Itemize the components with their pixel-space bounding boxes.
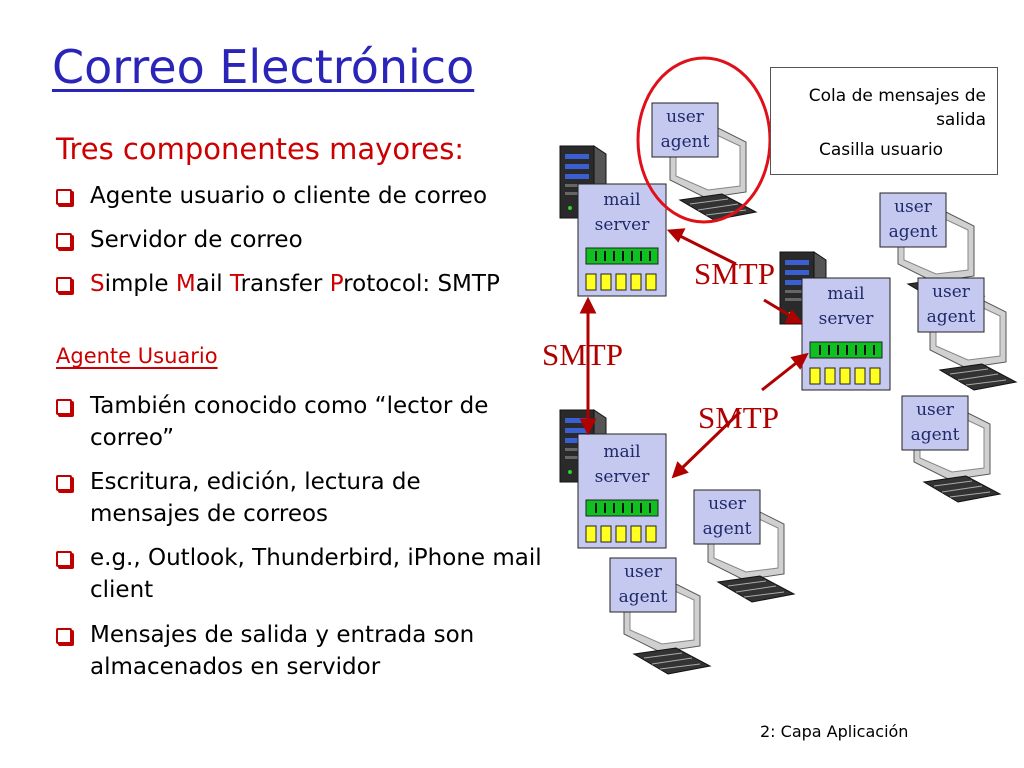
user-agent-box (879, 192, 947, 248)
smtp-arrow (579, 296, 597, 436)
component-text: Servidor de correo (90, 227, 303, 253)
legend-mailbox-label: Casilla usuario (819, 140, 944, 160)
legend-queue-label: Cola de mensajes de salida (808, 86, 986, 130)
bullet-icon (56, 189, 72, 205)
component-item-mail-server: Servidor de correo (56, 224, 546, 256)
mail-server-label: mail server (818, 284, 874, 329)
bullet-icon (56, 277, 72, 293)
smtp-label: SMTP (542, 337, 623, 372)
slide-footer: 2: Capa Aplicación (760, 722, 909, 741)
user-agent-label: user agent (618, 562, 668, 607)
mailbox-icon-group (809, 367, 881, 385)
user-agent-point: e.g., Outlook, Thunderbird, iPhone mail … (56, 542, 556, 606)
word-rotocol: rotocol: SMTP (343, 271, 500, 297)
bullet-icon (56, 628, 72, 644)
subtitle: Tres componentes mayores: (56, 132, 465, 166)
smtp-arrow (666, 228, 804, 324)
letter-m: M (175, 271, 196, 297)
bullet-icon (56, 475, 72, 491)
user-agent-box (651, 102, 719, 158)
bullet-icon (56, 233, 72, 249)
mail-server-label: mail server (594, 442, 650, 487)
letter-t: T (229, 271, 241, 297)
point-text: También conocido como “lector de correo” (90, 393, 489, 451)
user-agent-box (917, 277, 985, 333)
user-agent-label: user agent (926, 282, 976, 327)
mail-server-label: mail server (594, 190, 650, 235)
user-agent-point: Mensajes de salida y entrada son almacen… (56, 619, 546, 683)
user-agent-heading: Agente Usuario (56, 344, 218, 368)
bullet-icon (56, 551, 72, 567)
mailbox-icon-group (585, 525, 657, 543)
user-agent-label: user agent (888, 197, 938, 242)
user-agent-point: Escritura, edición, lectura de mensajes … (56, 466, 526, 530)
mailbox-icon-group (585, 273, 657, 291)
legend: Cola de mensajes de salida Casilla usuar… (770, 67, 998, 175)
outgoing-queue-icon (809, 341, 883, 359)
page-title: Correo Electrónico (52, 40, 475, 94)
user-agent-box (693, 489, 761, 545)
bullet-icon (56, 399, 72, 415)
word-ail: ail (195, 271, 230, 297)
component-item-smtp: Simple Mail Transfer Protocol: SMTP (56, 268, 526, 300)
user-agent-label: user agent (910, 400, 960, 445)
user-agent-label: user agent (702, 494, 752, 539)
word-imple: imple (104, 271, 176, 297)
point-text: Mensajes de salida y entrada son almacen… (90, 622, 475, 680)
letter-p: P (329, 271, 344, 297)
component-text: Agente usuario o cliente de correo (90, 183, 488, 209)
user-agent-box (609, 557, 677, 613)
user-agent-point: También conocido como “lector de correo” (56, 390, 556, 454)
component-text-smtp: Simple Mail Transfer Protocol: SMTP (90, 268, 526, 300)
point-text: e.g., Outlook, Thunderbird, iPhone mail … (90, 545, 542, 603)
component-item-user-agent: Agente usuario o cliente de correo (56, 180, 546, 212)
letter-s: S (90, 271, 105, 297)
outgoing-queue-icon (585, 499, 659, 517)
user-agent-label: user agent (660, 107, 710, 152)
smtp-label: SMTP (698, 400, 779, 435)
smtp-arrow (671, 352, 809, 479)
word-ransfer: ransfer (240, 271, 330, 297)
user-agent-box (901, 395, 969, 451)
smtp-label: SMTP (694, 256, 775, 291)
point-text: Escritura, edición, lectura de mensajes … (90, 469, 421, 527)
outgoing-queue-icon (585, 247, 659, 265)
